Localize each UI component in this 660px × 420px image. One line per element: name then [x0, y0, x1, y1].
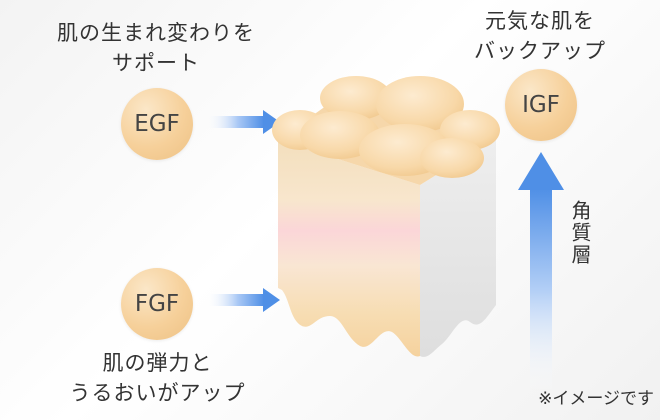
- egf-arrow-icon: [206, 110, 280, 134]
- fgf-caption: 肌の弾力と うるおいがアップ: [55, 348, 260, 408]
- egf-circle: EGF: [121, 88, 193, 160]
- igf-arrow-icon: [518, 152, 564, 394]
- skin-block-front: [278, 140, 420, 357]
- image-disclaimer: ※イメージです: [538, 389, 654, 409]
- fgf-circle: FGF: [121, 268, 193, 340]
- skin-block-side: [420, 138, 496, 357]
- fgf-caption-line1: 肌の弾力と: [102, 351, 213, 375]
- igf-circle: IGF: [505, 69, 577, 141]
- egf-caption-line2: サポート: [112, 51, 200, 75]
- skin-block-illustration: [272, 76, 500, 357]
- stratum-corneum-label: 角質層: [568, 200, 592, 266]
- igf-caption-line1: 元気な肌を: [485, 9, 595, 33]
- egf-caption: 肌の生まれ変わりを サポート: [36, 18, 276, 78]
- igf-caption-line2: バックアップ: [474, 39, 606, 63]
- egf-caption-line1: 肌の生まれ変わりを: [57, 21, 255, 45]
- fgf-caption-line2: うるおいがアップ: [69, 381, 246, 405]
- fgf-arrow-icon: [206, 288, 280, 312]
- igf-caption: 元気な肌を バックアップ: [440, 6, 640, 66]
